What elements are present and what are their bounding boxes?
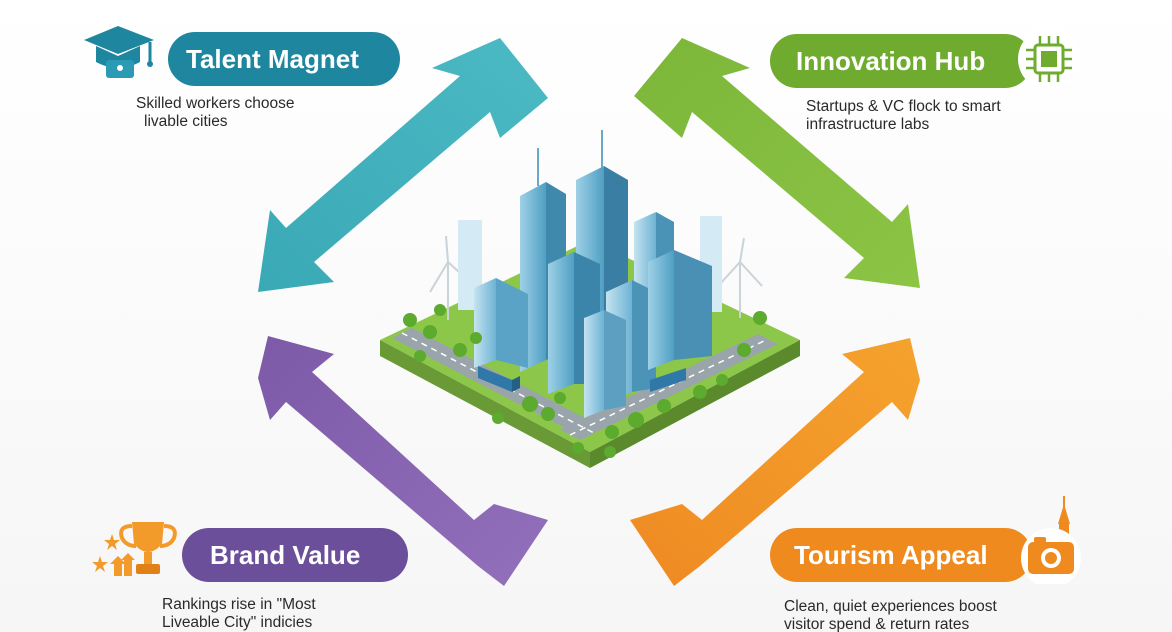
innovation-hub-desc-line1: Startups & VC flock to smart	[806, 98, 1001, 115]
tourism-appeal-title: Tourism Appeal	[794, 539, 988, 570]
orange-double-arrow	[630, 338, 920, 586]
brand-value-title: Brand Value	[210, 539, 361, 570]
camera-icon	[1018, 494, 1084, 588]
brand-value-label: Brand Value	[182, 528, 408, 582]
talent-magnet-description: Skilled workers choose livable cities	[136, 95, 295, 131]
trophy-icon	[88, 516, 184, 582]
innovation-hub-label: Innovation Hub	[770, 34, 1032, 88]
innovation-hub-title: Innovation Hub	[796, 45, 986, 76]
green-double-arrow	[634, 38, 920, 288]
purple-double-arrow	[258, 336, 548, 586]
smart-city-illustration	[380, 130, 800, 468]
tourism-appeal-description: Clean, quiet experiences boost visitor s…	[784, 598, 997, 632]
microchip-icon	[1016, 26, 1082, 92]
talent-magnet-desc-line1: Skilled workers choose	[136, 95, 295, 112]
tourism-appeal-desc-line1: Clean, quiet experiences boost	[784, 598, 997, 615]
teal-double-arrow	[258, 38, 548, 292]
brand-value-description: Rankings rise in "Most Liveable City" in…	[162, 596, 316, 632]
talent-magnet-title: Talent Magnet	[186, 43, 359, 74]
innovation-hub-desc-line2: infrastructure labs	[806, 116, 930, 133]
innovation-hub-description: Startups & VC flock to smart infrastruct…	[806, 98, 1001, 134]
tourism-appeal-label: Tourism Appeal	[770, 528, 1032, 582]
talent-magnet-desc-line2: livable cities	[144, 113, 228, 130]
bus-illustration	[478, 366, 686, 392]
brand-value-desc-line2: Liveable City" indicies	[162, 614, 313, 631]
graduation-cap-icon	[78, 22, 166, 86]
brand-value-desc-line1: Rankings rise in "Most	[162, 596, 316, 613]
talent-magnet-label: Talent Magnet	[168, 32, 400, 86]
tourism-appeal-desc-line2: visitor spend & return rates	[784, 616, 970, 632]
